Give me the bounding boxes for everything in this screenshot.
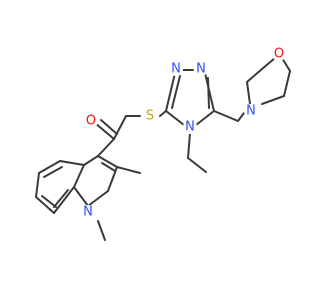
indole-nitrogen-label: N [83, 205, 93, 220]
bond [97, 155, 118, 168]
bond [171, 75, 181, 109]
bond-ethyl [187, 157, 207, 173]
bonds [35, 57, 291, 241]
bond-methyl [97, 220, 106, 241]
bond [195, 110, 215, 126]
bond [281, 57, 291, 72]
bond [53, 186, 75, 214]
bond [283, 70, 291, 97]
bond [159, 110, 167, 117]
bond [261, 57, 276, 70]
bond [43, 166, 63, 178]
bond [87, 190, 109, 207]
bond [246, 81, 251, 105]
bond [113, 115, 127, 140]
bond [59, 160, 85, 166]
bond [237, 112, 245, 122]
bond [213, 110, 239, 122]
thioether-sulfur-label: S [146, 109, 154, 124]
bond [73, 164, 85, 188]
bond [165, 72, 176, 112]
bond [165, 110, 185, 126]
bond [35, 172, 40, 198]
triazole-ethyl-nitrogen-label: N [185, 120, 195, 135]
bond [246, 68, 263, 83]
bond [261, 95, 285, 105]
bond-carbonyl-double [94, 122, 115, 140]
bond [101, 162, 116, 172]
bond [38, 160, 61, 174]
bond [41, 195, 57, 208]
molecule-structure: O S N N N N O N [35, 47, 291, 241]
bond-ethyl [187, 132, 191, 159]
morpholine-nitrogen-label: N [246, 104, 256, 119]
bond [83, 155, 99, 166]
atom-labels: O S N N N N O N [81, 47, 286, 220]
morpholine-oxygen-label: O [274, 47, 284, 62]
carbonyl-oxygen-label: O [86, 114, 96, 129]
triazole-nitrogen-label: N [196, 62, 206, 77]
bond [97, 138, 115, 157]
triazole-nitrogen-label: N [171, 62, 181, 77]
bond [53, 189, 69, 208]
bond-methyl [116, 166, 141, 174]
bond [73, 186, 89, 207]
bond [35, 196, 55, 214]
bond-carbonyl-double [100, 119, 118, 135]
bond [107, 166, 118, 192]
bond [204, 72, 215, 112]
bond [207, 77, 210, 109]
